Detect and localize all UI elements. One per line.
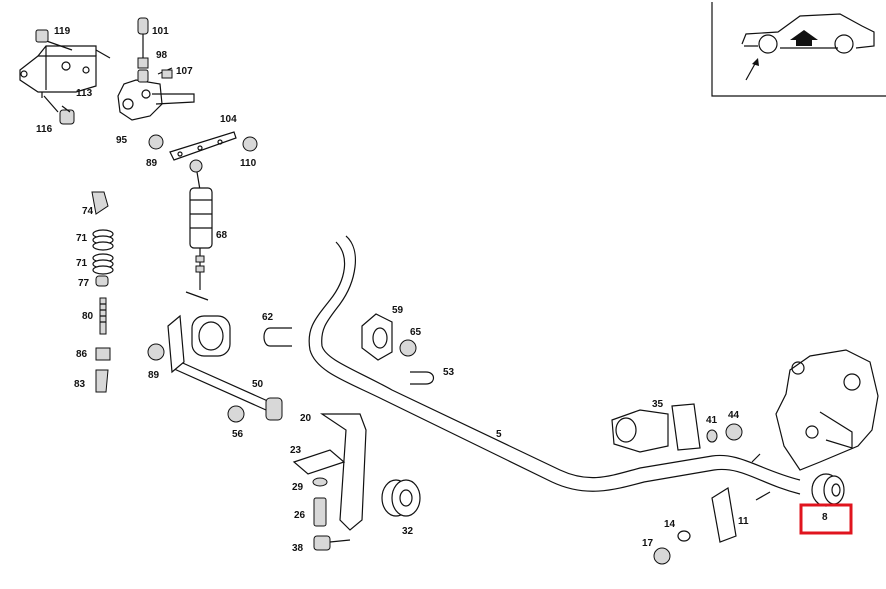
label-35: 35 <box>652 399 664 410</box>
car-inset <box>711 2 886 97</box>
label-50: 50 <box>252 379 264 390</box>
label-65: 65 <box>410 327 422 338</box>
label-11: 11 <box>738 516 749 527</box>
link-104 <box>148 131 258 161</box>
right-parts <box>611 403 845 565</box>
label-14: 14 <box>664 519 676 530</box>
label-5: 5 <box>496 429 502 440</box>
link-rod-50 <box>147 314 283 423</box>
label-62: 62 <box>262 312 274 323</box>
mount-bracket <box>292 413 421 551</box>
label-38: 38 <box>292 543 304 554</box>
label-86: 86 <box>76 349 88 360</box>
rod-68 <box>185 159 213 301</box>
small-parts-column <box>91 191 114 393</box>
label-44: 44 <box>728 410 740 421</box>
label-74: 74 <box>82 206 94 217</box>
label-89-bottom: 89 <box>148 370 160 381</box>
valve-body <box>117 17 195 121</box>
label-101: 101 <box>152 26 169 37</box>
label-77: 77 <box>78 278 90 289</box>
pointer-arrow-icon <box>752 58 759 66</box>
arrow-up-icon <box>790 30 818 46</box>
front-wheel <box>758 34 778 54</box>
label-68: 68 <box>216 230 228 241</box>
label-107: 107 <box>176 66 193 77</box>
label-32: 32 <box>402 526 414 537</box>
bracket-assembly <box>19 29 111 125</box>
label-53: 53 <box>443 367 455 378</box>
label-104: 104 <box>220 114 237 125</box>
label-17: 17 <box>642 538 654 549</box>
steering-knuckle <box>775 349 879 471</box>
label-8: 8 <box>822 512 828 523</box>
label-59: 59 <box>392 305 404 316</box>
label-80: 80 <box>82 311 94 322</box>
rear-wheel <box>834 34 854 54</box>
label-98: 98 <box>156 50 168 61</box>
label-71-b: 71 <box>76 258 88 269</box>
stabilizer-bar <box>308 235 801 495</box>
highlight-box-part-8 <box>799 503 853 535</box>
label-56: 56 <box>232 429 244 440</box>
label-20: 20 <box>300 413 312 424</box>
label-83: 83 <box>74 379 86 390</box>
label-116: 116 <box>36 124 53 135</box>
label-29: 29 <box>292 482 304 493</box>
label-110: 110 <box>240 158 257 169</box>
bushings-top <box>191 313 435 385</box>
label-71-a: 71 <box>76 233 88 244</box>
label-23: 23 <box>290 445 302 456</box>
label-89-top: 89 <box>146 158 158 169</box>
label-95: 95 <box>116 135 128 146</box>
label-41: 41 <box>706 415 718 426</box>
label-113: 113 <box>76 88 93 99</box>
label-119: 119 <box>54 26 71 37</box>
label-26: 26 <box>294 510 306 521</box>
car-side-icon <box>741 13 875 49</box>
part-labels: 119 101 98 107 113 116 95 89 110 104 74 … <box>36 26 828 554</box>
